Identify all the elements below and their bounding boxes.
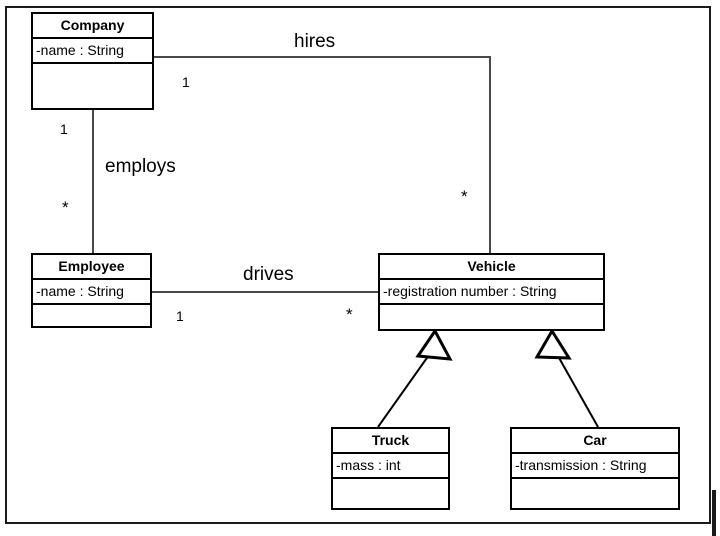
class-name-vehicle: Vehicle [380,255,603,280]
generalization-line-car [557,355,599,428]
class-operations-employee [33,305,150,328]
class-name-car: Car [512,429,678,454]
multiplicity-drives-vehicle: * [346,305,353,324]
association-label-hires: hires [294,31,336,52]
class-attribute-employee-0: -name : String [33,280,150,305]
multiplicity-employs-employee: * [62,198,69,217]
class-attribute-car-0: -transmission : String [512,454,678,479]
multiplicity-hires-vehicle: * [461,187,468,206]
scrollbar-sliver[interactable] [712,490,716,536]
generalization-arrowhead-truck [415,328,453,361]
class-operations-company [33,64,152,87]
class-operations-vehicle [380,305,603,331]
uml-class-company[interactable]: Company -name : String [31,12,154,110]
class-attribute-company-0: -name : String [33,39,152,64]
multiplicity-hires-company: 1 [182,74,190,90]
association-label-employs: employs [105,156,176,177]
class-operations-truck [333,479,448,508]
class-name-employee: Employee [33,255,150,280]
uml-class-employee[interactable]: Employee -name : String [31,253,152,328]
uml-class-vehicle[interactable]: Vehicle -registration number : String [378,253,605,331]
generalization-arrowhead-car [534,328,572,360]
class-name-company: Company [33,14,152,39]
uml-class-truck[interactable]: Truck -mass : int [331,427,450,510]
generalization-line-truck [377,354,430,428]
class-attribute-truck-0: -mass : int [333,454,448,479]
association-label-drives: drives [243,264,294,285]
class-operations-car [512,479,678,508]
uml-class-car[interactable]: Car -transmission : String [510,427,680,510]
class-name-truck: Truck [333,429,448,454]
class-attribute-vehicle-0: -registration number : String [380,280,603,305]
multiplicity-employs-company: 1 [60,121,68,137]
multiplicity-drives-employee: 1 [176,308,184,324]
association-line-hires [154,56,491,253]
